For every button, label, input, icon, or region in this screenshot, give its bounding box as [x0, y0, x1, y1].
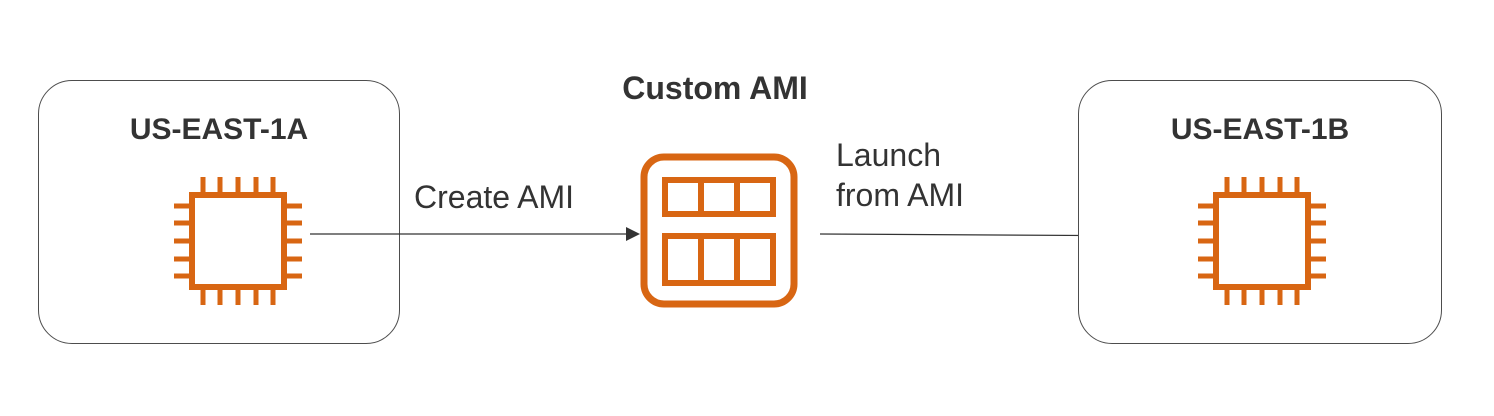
launch-label-line-2: from AMI [836, 177, 965, 213]
availability-zone-us-east-1b: US-EAST-1B [1078, 80, 1442, 344]
ec2-instance-chip-icon [1192, 171, 1332, 311]
availability-zone-us-east-1a: US-EAST-1A [38, 80, 400, 344]
zone-title: US-EAST-1B [1170, 113, 1350, 146]
custom-ami-title: Custom AMI [622, 70, 808, 106]
launch-label-line-1: Launch [836, 137, 941, 173]
create-ami-label: Create AMI [414, 179, 575, 215]
create-ami-arrow [310, 227, 640, 241]
ami-grid-icon [640, 153, 798, 308]
launch-from-ami-label: Launch from AMI [836, 135, 964, 215]
zone-title: US-EAST-1A [129, 113, 309, 146]
